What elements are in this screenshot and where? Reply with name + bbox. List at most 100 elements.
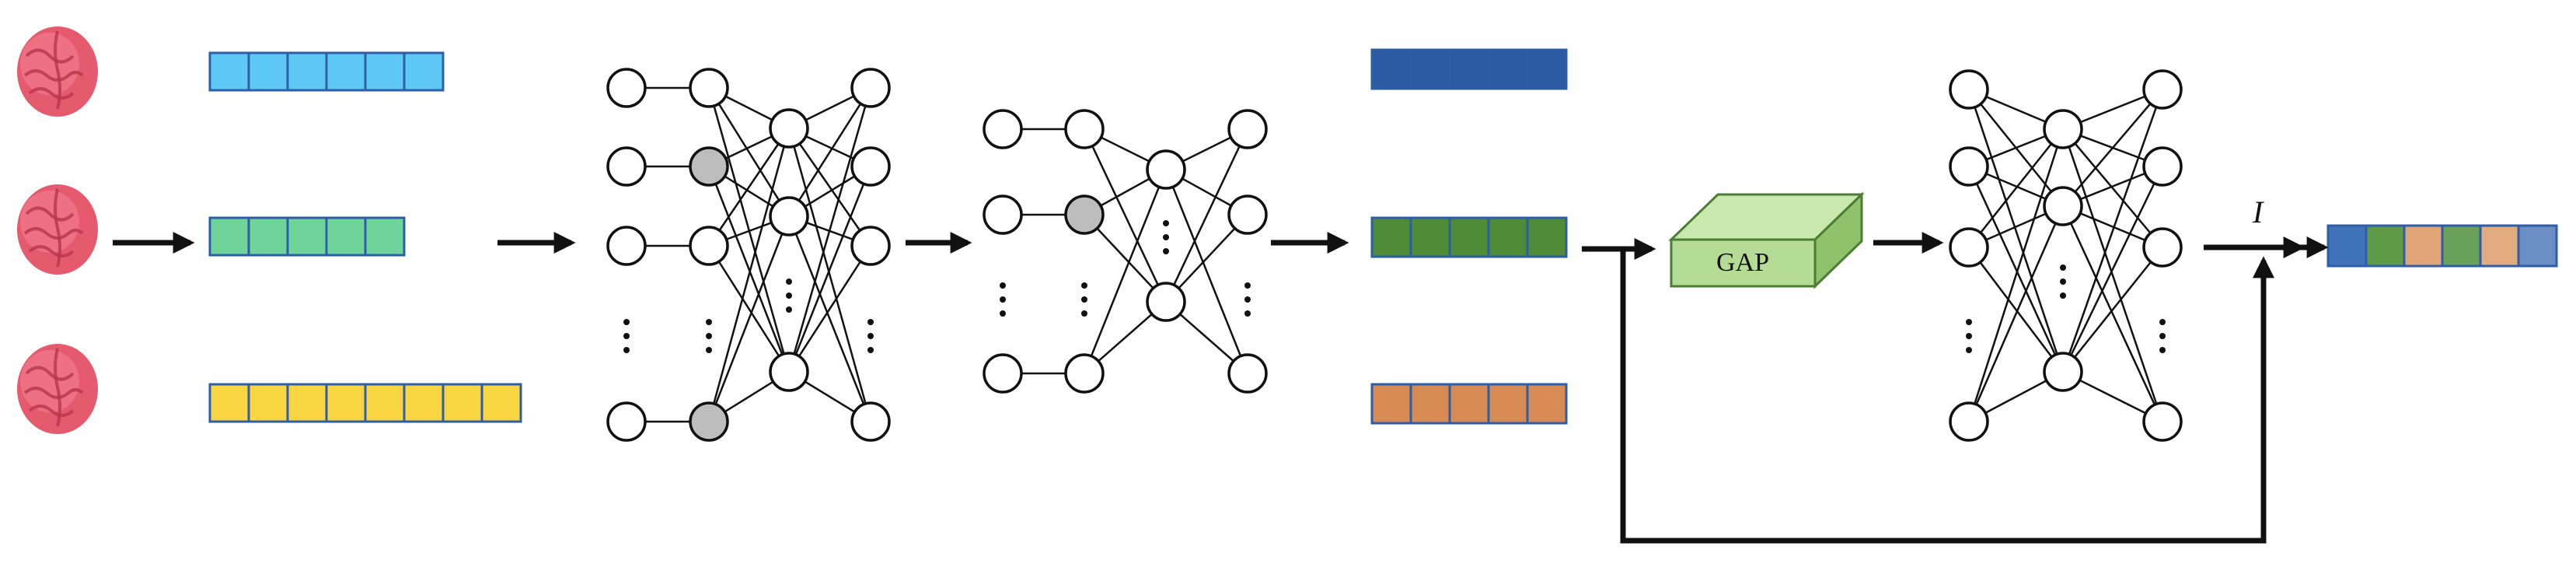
neuron-node bbox=[606, 146, 647, 187]
neuron-node bbox=[850, 401, 891, 442]
neuron-node bbox=[1146, 149, 1186, 190]
ellipsis-dot bbox=[1244, 296, 1251, 303]
vector-cell bbox=[2441, 224, 2482, 268]
network-edge bbox=[707, 128, 791, 422]
neuron-node bbox=[2142, 69, 2183, 110]
neuron-node bbox=[1949, 146, 1989, 187]
vector-cell bbox=[1487, 383, 1529, 425]
neuron-node bbox=[2043, 109, 2083, 149]
vector-cell bbox=[403, 51, 445, 92]
brain-icon bbox=[17, 344, 98, 434]
vector-cell bbox=[247, 51, 289, 92]
neuron-node bbox=[606, 68, 647, 108]
ellipsis-dot bbox=[1081, 282, 1087, 289]
vector-cell bbox=[1370, 383, 1412, 425]
network-edge bbox=[787, 215, 872, 422]
network-edge bbox=[1968, 247, 2064, 373]
ellipsis-dot bbox=[1081, 310, 1087, 317]
neuron-node bbox=[689, 226, 729, 266]
neuron-node bbox=[689, 401, 729, 442]
vector-cell bbox=[2365, 224, 2406, 268]
output-cells bbox=[2326, 224, 2558, 268]
input-vector bbox=[208, 216, 406, 257]
neuron-node bbox=[769, 108, 809, 149]
vector-cell bbox=[1526, 48, 1568, 90]
network-edge bbox=[2062, 247, 2163, 373]
network-edge bbox=[2061, 128, 2164, 422]
ellipsis-dot bbox=[867, 319, 874, 325]
neuron-node bbox=[2142, 227, 2183, 268]
embedding-vector bbox=[1370, 216, 1568, 258]
ellipsis-dot bbox=[1966, 347, 1972, 353]
network-edge bbox=[1967, 128, 2065, 422]
network-edge bbox=[1967, 205, 2065, 422]
ellipsis-dot bbox=[1163, 234, 1169, 240]
ellipsis-dot bbox=[1000, 296, 1006, 303]
embedding-vector bbox=[1370, 383, 1568, 425]
neuron-node bbox=[983, 353, 1023, 394]
network-edge bbox=[1083, 128, 1168, 303]
neuron-node bbox=[1227, 109, 1268, 149]
network-edge bbox=[787, 128, 872, 247]
network-edge bbox=[1968, 128, 2064, 248]
vector-cell bbox=[208, 51, 250, 92]
neuron-node bbox=[769, 196, 809, 236]
neural-network-1 bbox=[606, 68, 891, 442]
network-edge bbox=[707, 215, 791, 422]
ellipsis-dot bbox=[1163, 248, 1169, 254]
vector-cell bbox=[1409, 383, 1451, 425]
embedding-vectors bbox=[1370, 48, 1568, 425]
network-edge bbox=[2061, 166, 2164, 373]
brain-icons bbox=[17, 26, 98, 434]
vector-cell bbox=[325, 383, 367, 423]
network-edge bbox=[1967, 89, 2065, 373]
neuron-node bbox=[2043, 186, 2083, 226]
network-edge bbox=[2061, 205, 2164, 422]
ellipsis-dot bbox=[2159, 319, 2166, 325]
ellipsis-dot bbox=[2060, 293, 2066, 299]
ellipsis-dot bbox=[1966, 333, 1972, 339]
network-edge bbox=[1083, 169, 1168, 374]
network-edge bbox=[787, 128, 872, 422]
ellipsis-dot bbox=[1081, 296, 1087, 303]
network-edge bbox=[787, 166, 872, 373]
neuron-node bbox=[1064, 109, 1105, 149]
network-edge bbox=[787, 245, 872, 373]
vector-cell bbox=[1370, 216, 1412, 258]
vector-cell bbox=[2479, 224, 2520, 268]
ellipsis-dot bbox=[623, 347, 630, 353]
vector-cell bbox=[1448, 216, 1490, 258]
network-edge bbox=[1164, 128, 1249, 303]
vector-cell bbox=[2517, 224, 2558, 268]
neuron-node bbox=[850, 68, 891, 108]
neuron-node bbox=[689, 68, 729, 108]
vector-cell bbox=[325, 51, 367, 92]
gap-block: GAP bbox=[1668, 191, 1865, 289]
vector-cell bbox=[442, 383, 483, 423]
embedding-vector bbox=[1370, 48, 1568, 90]
vector-cell bbox=[364, 51, 406, 92]
ellipsis-dot bbox=[1244, 282, 1251, 289]
neuron-node bbox=[2142, 146, 2183, 187]
neuron-node bbox=[1064, 353, 1105, 394]
vector-cell bbox=[247, 383, 289, 423]
vector-cell bbox=[286, 51, 328, 92]
neuron-node bbox=[1949, 401, 1989, 442]
vector-cell bbox=[1448, 48, 1490, 90]
neural-network-2 bbox=[983, 109, 1268, 394]
vector-cell bbox=[1526, 383, 1568, 425]
ellipsis-dot bbox=[2159, 333, 2166, 339]
vector-cell bbox=[208, 216, 250, 257]
ellipsis-dot bbox=[1000, 310, 1006, 317]
network-edge bbox=[2061, 89, 2164, 373]
neuron-node bbox=[850, 146, 891, 187]
vector-cell bbox=[247, 216, 289, 257]
neuron-node bbox=[983, 109, 1023, 149]
ellipsis-dot bbox=[867, 333, 874, 339]
ellipsis-dot bbox=[1244, 310, 1251, 317]
vector-cell bbox=[1448, 383, 1490, 425]
vector-cell bbox=[364, 383, 406, 423]
network-edge bbox=[707, 128, 791, 247]
neuron-node bbox=[689, 146, 729, 187]
network-edge bbox=[787, 87, 872, 217]
